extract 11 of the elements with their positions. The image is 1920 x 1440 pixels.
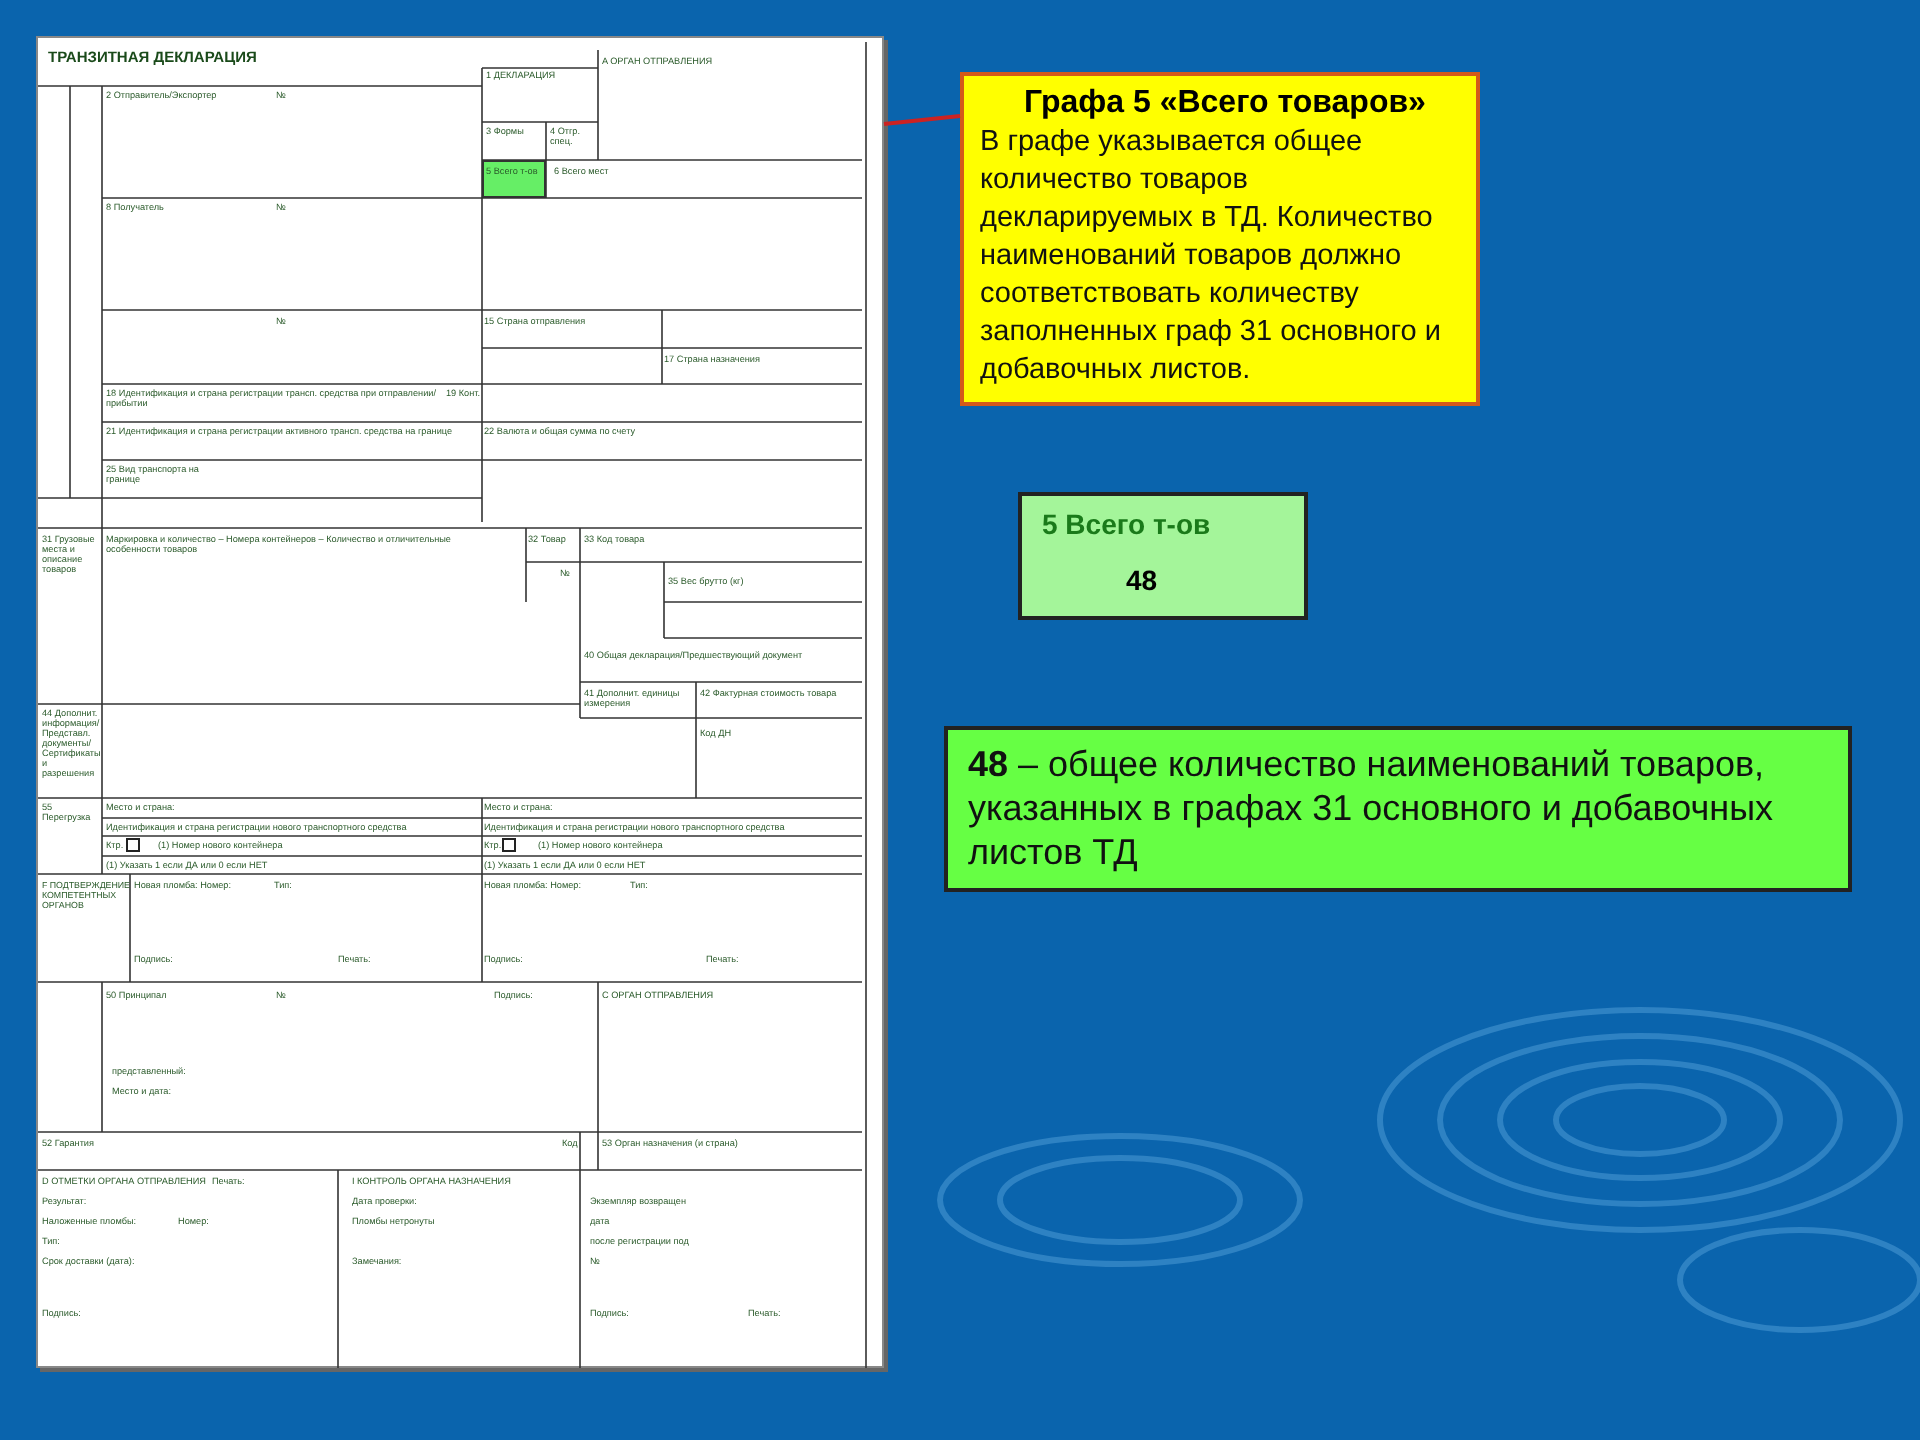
- highlighted-field: [482, 160, 546, 198]
- field-value: 48: [1126, 564, 1158, 596]
- field-label: 5 Всего т-ов: [1042, 508, 1211, 540]
- note-box: [944, 726, 1852, 892]
- field-sample-box: [1018, 492, 1308, 620]
- note-text: 48 – общее количество наименований товаров, указанных в графах 31 основного и добавочных листов ТД: [968, 742, 1776, 874]
- callout-heading: Графа 5 «Всего товаров»: [1022, 84, 1426, 124]
- leader-line: [883, 114, 961, 126]
- declaration-form: [36, 36, 884, 1368]
- callout-text: В графе указывается общее количество товаров декларируемых в ТД. Количество наименований товаров должно соответствовать количеству заполненных граф 31 основного и добавочных листов.: [980, 124, 1443, 390]
- callout-box: [960, 72, 1480, 406]
